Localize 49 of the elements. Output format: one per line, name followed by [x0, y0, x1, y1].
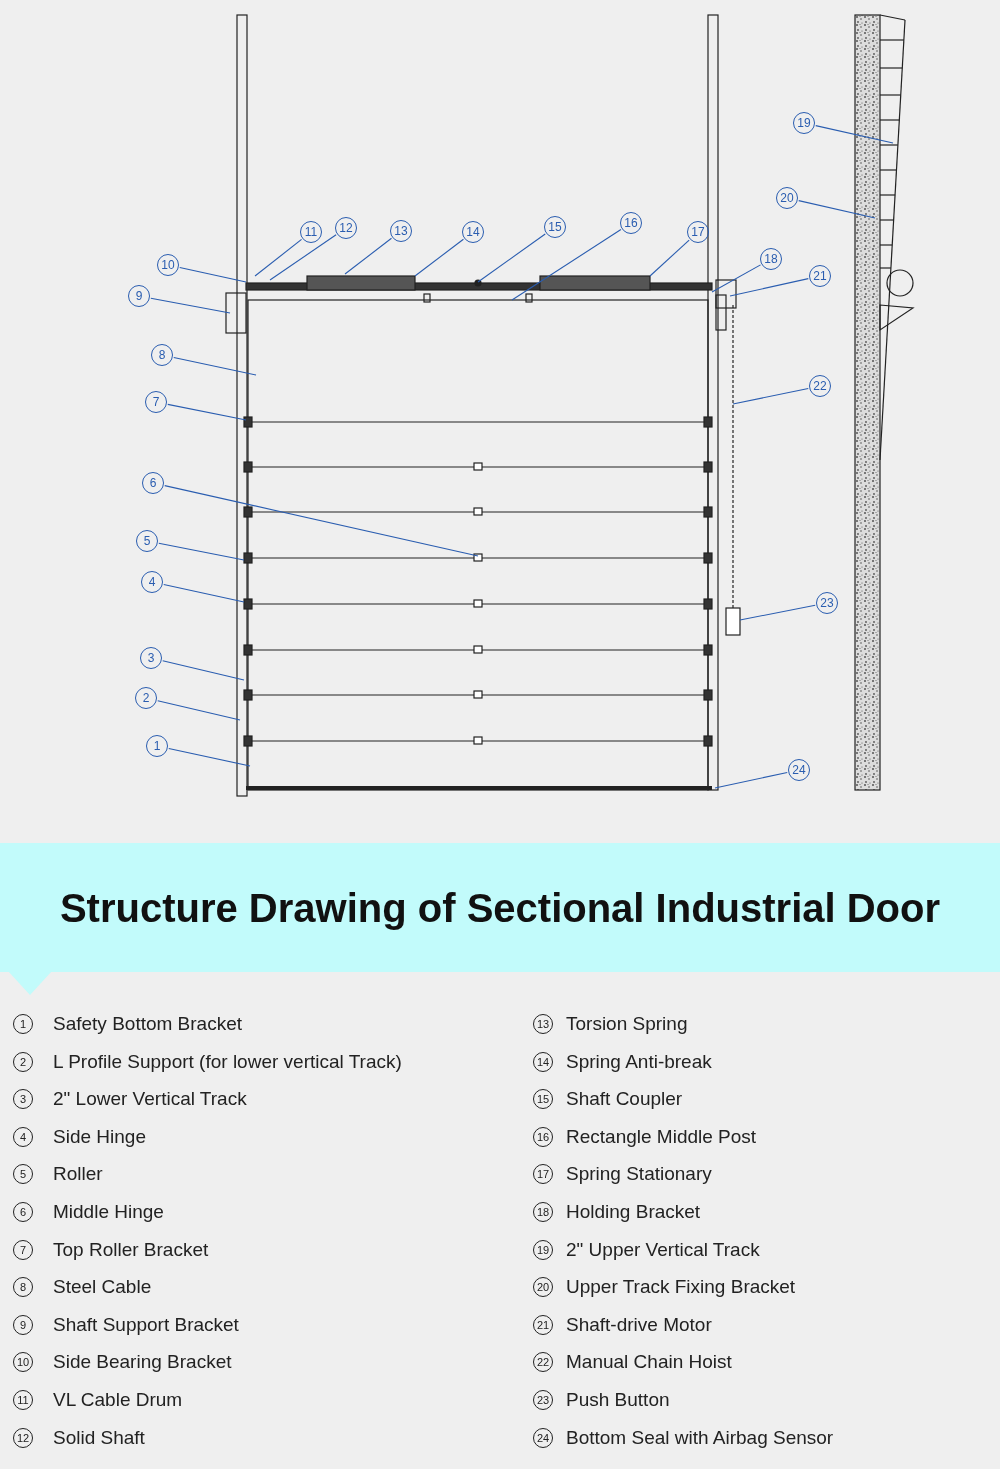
- part-name: Side Hinge: [53, 1125, 146, 1148]
- leader-line: [798, 200, 876, 219]
- part-name: Steel Cable: [53, 1276, 152, 1299]
- part-name: Bottom Seal with Airbag Sensor: [566, 1426, 834, 1449]
- part-name: Upper Track Fixing Bracket: [566, 1276, 796, 1299]
- part-name: L Profile Support (for lower vertical Track): [53, 1050, 402, 1073]
- leader-line: [732, 387, 809, 405]
- leader-line: [150, 297, 231, 314]
- leader-line: [711, 264, 762, 293]
- leader-line: [511, 228, 622, 301]
- leader-line: [173, 356, 257, 376]
- part-name: Torsion Spring: [566, 1013, 688, 1035]
- part-name: Spring Stationary: [566, 1163, 712, 1186]
- part-name: Solid Shaft: [53, 1426, 145, 1449]
- part-name: Safety Bottom Bracket: [53, 1013, 243, 1035]
- part-name: Shaft Coupler: [566, 1088, 683, 1111]
- part-name: Push Button: [566, 1389, 670, 1411]
- part-name: Roller: [53, 1163, 103, 1186]
- leader-line: [167, 403, 247, 421]
- leader-line: [344, 237, 393, 275]
- part-name: 2" Upper Vertical Track: [566, 1238, 760, 1261]
- leader-line: [269, 234, 337, 281]
- leader-line: [739, 604, 816, 621]
- leader-line: [157, 700, 241, 721]
- part-name: Manual Chain Hoist: [566, 1351, 732, 1374]
- part-name: Shaft Support Bracket: [53, 1313, 239, 1336]
- leader-line: [815, 125, 894, 144]
- part-name: Side Bearing Bracket: [53, 1351, 232, 1374]
- title: Structure Drawing of Sectional Industrial Door: [58, 885, 942, 932]
- leader-line: [729, 278, 809, 297]
- leader-line: [179, 267, 247, 283]
- part-name: Holding Bracket: [566, 1201, 701, 1223]
- part-name: Middle Hinge: [53, 1201, 164, 1223]
- leader-line: [477, 233, 546, 283]
- part-name: Rectangle Middle Post: [566, 1125, 757, 1148]
- leader-line: [714, 771, 788, 789]
- leader-line: [414, 238, 464, 277]
- part-name: Shaft-drive Motor: [566, 1313, 712, 1336]
- leader-line: [162, 660, 245, 681]
- leader-line: [164, 485, 479, 557]
- leader-line: [163, 584, 245, 603]
- leader-line: [254, 238, 303, 277]
- part-name: Top Roller Bracket: [53, 1238, 209, 1261]
- part-name: Spring Anti-break: [566, 1050, 712, 1073]
- part-name: VL Cable Drum: [53, 1389, 183, 1411]
- leader-line: [158, 542, 245, 561]
- leader-line: [168, 747, 251, 767]
- part-name: 2" Lower Vertical Track: [53, 1088, 247, 1111]
- leader-line: [649, 239, 690, 277]
